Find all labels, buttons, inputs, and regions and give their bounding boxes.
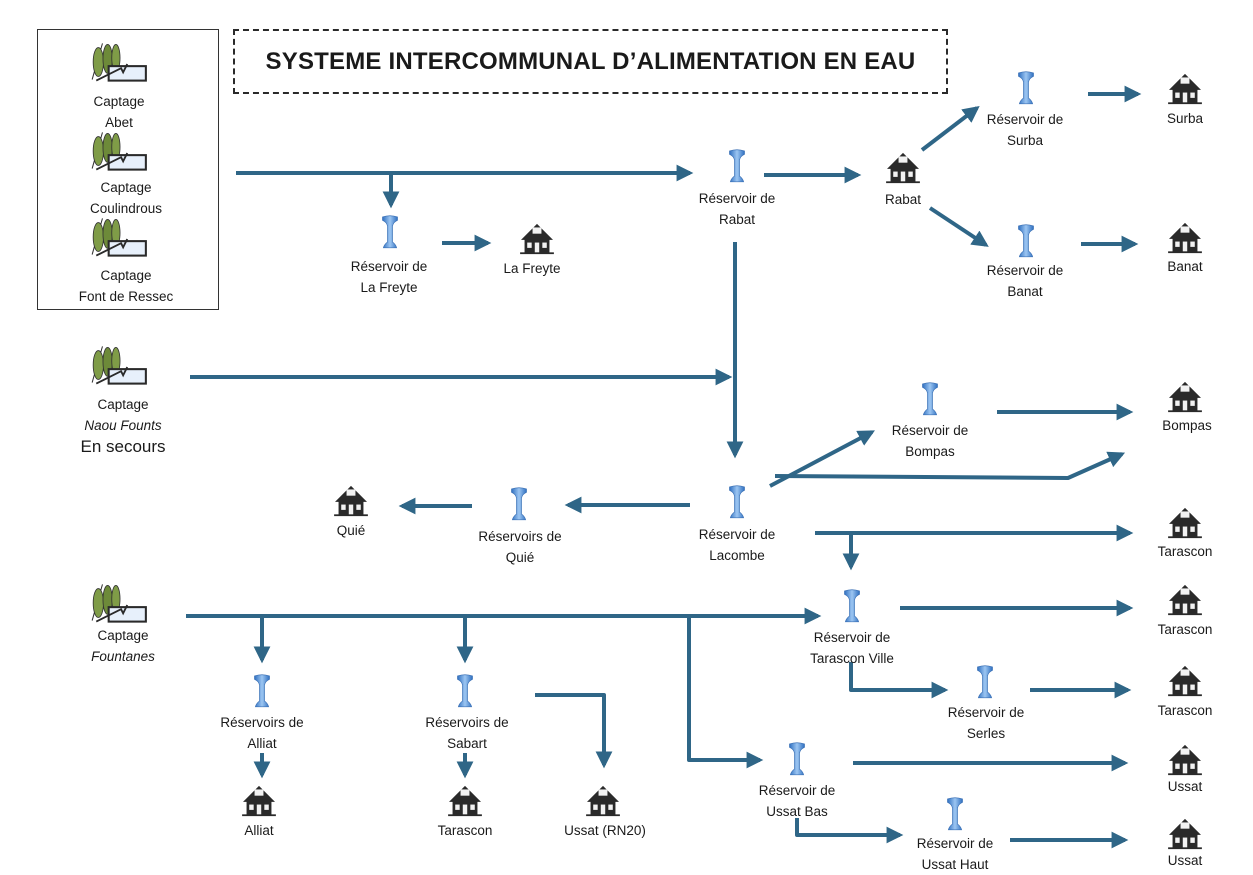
sources-group-box	[37, 29, 219, 310]
village-label-la-freyte: La Freyte	[503, 261, 561, 276]
water-source-icon	[91, 583, 147, 623]
reservoir-label-sabart: Réservoirs de Sabart	[425, 715, 509, 751]
water-source-icon	[91, 345, 147, 385]
arrow-lacombe-to-bompas	[774, 451, 1126, 480]
water-tower-icon	[1018, 71, 1034, 105]
diagram-title: SYSTEME INTERCOMMUNAL D’ALIMENTATION EN …	[233, 29, 948, 94]
source-label-abet: Captage Abet	[93, 94, 145, 130]
water-tower-icon	[254, 674, 270, 708]
reservoir-label-banat: Réservoir de Banat	[986, 263, 1064, 299]
village-house-icon	[1168, 744, 1202, 776]
village-label-ussat-rn20: Ussat (RN20)	[564, 823, 646, 838]
reservoir-label-surba: Réservoir de Surba	[986, 112, 1064, 148]
water-tower-icon	[844, 589, 860, 623]
water-tower-icon	[511, 487, 527, 521]
village-label-alliat: Alliat	[244, 823, 274, 838]
arrow-rabat-to-surba-res	[920, 105, 980, 152]
arrow-sabart-to-ussat-rn20	[535, 693, 613, 769]
village-house-icon	[886, 152, 920, 184]
water-tower-icon	[1018, 224, 1034, 258]
village-house-icon	[448, 785, 482, 817]
arrow-tarascon-ville-to-serles-res	[849, 662, 949, 699]
village-house-icon	[1168, 507, 1202, 539]
reservoir-label-bompas: Réservoir de Bompas	[891, 423, 969, 459]
village-house-icon	[520, 223, 554, 255]
arrow-rabat-to-banat-res	[928, 206, 989, 247]
village-label-tarascon-3: Tarascon	[1157, 703, 1213, 718]
village-label-banat: Banat	[1167, 259, 1203, 274]
village-house-icon	[1168, 381, 1202, 413]
water-tower-icon	[922, 382, 938, 416]
reservoir-label-rabat: Réservoir de Rabat	[698, 191, 776, 227]
village-label-bompas: Bompas	[1162, 418, 1212, 433]
water-tower-icon	[457, 674, 473, 708]
village-label-ussat-2: Ussat	[1167, 853, 1203, 868]
village-label-rabat: Rabat	[884, 192, 922, 207]
village-label-quie: Quié	[336, 523, 366, 538]
village-house-icon	[1168, 73, 1202, 105]
water-tower-icon	[729, 149, 745, 183]
water-tower-icon	[947, 797, 963, 831]
arrow-ussat-bas-to-ussat-haut-res	[795, 818, 904, 844]
reservoir-label-tarascon-ville: Réservoir de Tarascon Ville	[810, 630, 894, 666]
village-label-tarascon-1: Tarascon	[1157, 544, 1213, 559]
water-tower-icon	[729, 485, 745, 519]
village-house-icon	[334, 485, 368, 517]
water-tower-icon	[789, 742, 805, 776]
village-label-tarascon-sabart: Tarascon	[437, 823, 493, 838]
village-label-ussat-1: Ussat	[1167, 779, 1203, 794]
arrow-to-ussat-bas-res	[687, 616, 764, 769]
village-house-icon	[1168, 584, 1202, 616]
source-label-fountanes: Captage Fountanes	[91, 628, 155, 664]
village-house-icon	[1168, 665, 1202, 697]
source-label-font-de-ressec: Captage Font de Ressec	[78, 268, 174, 304]
pipe-arrows	[186, 85, 1142, 849]
village-house-icon	[242, 785, 276, 817]
village-house-icon	[1168, 222, 1202, 254]
reservoir-label-ussat-haut: Réservoir de Ussat Haut	[916, 836, 994, 872]
reservoir-label-lacombe: Réservoir de Lacombe	[698, 527, 776, 563]
water-tower-icon	[382, 215, 398, 249]
village-label-surba: Surba	[1166, 111, 1204, 126]
village-house-icon	[1168, 818, 1202, 850]
reservoir-label-alliat: Réservoirs de Alliat	[220, 715, 304, 751]
reservoir-label-quie: Réservoirs de Quié	[478, 529, 562, 565]
village-label-tarascon-2: Tarascon	[1157, 622, 1213, 637]
water-tower-icon	[977, 665, 993, 699]
source-label-naou-founts: Captage Naou Founts En secours	[80, 397, 166, 456]
reservoir-label-serles: Réservoir de Serles	[947, 705, 1025, 741]
reservoir-label-la-freyte: Réservoir de La Freyte	[350, 259, 428, 295]
reservoir-label-ussat-bas: Réservoir de Ussat Bas	[758, 783, 836, 819]
source-label-coulindrous: Captage Coulindrous	[89, 180, 163, 216]
village-house-icon	[586, 785, 620, 817]
